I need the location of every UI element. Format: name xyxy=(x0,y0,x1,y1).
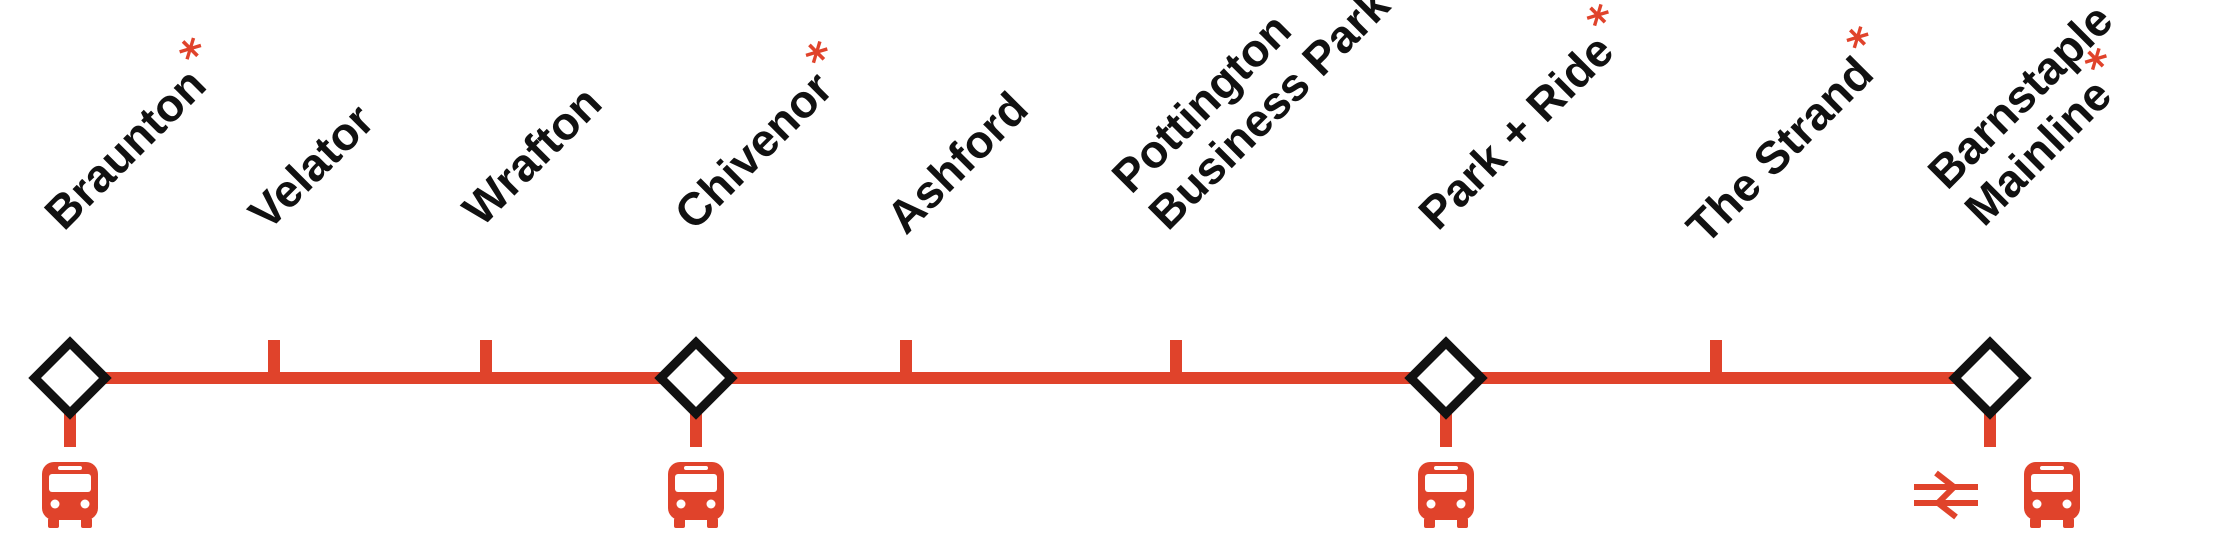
bus-headlight xyxy=(706,499,716,509)
asterisk-marker: * xyxy=(1577,0,1629,47)
national-rail-icon xyxy=(1914,470,1978,520)
bus-wheel xyxy=(674,518,685,528)
station-label: Wrafton xyxy=(452,76,611,235)
bus-destination-blind xyxy=(58,466,82,470)
station-label: Chivenor* xyxy=(653,32,860,239)
bus-windscreen xyxy=(1425,474,1467,492)
national-rail-arrows xyxy=(1914,470,1978,520)
bus-wheel xyxy=(707,518,718,528)
bus-wheel xyxy=(1457,518,1468,528)
stop: Ashford xyxy=(876,82,1038,378)
bus-icon xyxy=(668,462,724,528)
asterisk-marker: * xyxy=(1353,0,1405,1)
stop: Park + Ride* xyxy=(1397,0,1642,528)
bus-wheel xyxy=(2030,518,2041,528)
interchange-marker xyxy=(1948,336,2032,420)
bus-destination-blind xyxy=(1434,466,1458,470)
station-label: The Strand* xyxy=(1665,17,1901,253)
bus-headlight xyxy=(1456,499,1466,509)
bus-headlight xyxy=(80,499,90,509)
station-label: Velator xyxy=(238,94,383,239)
interchange-marker xyxy=(1404,336,1488,420)
stop: Wrafton xyxy=(452,76,611,378)
bus-icon xyxy=(2024,462,2080,528)
station-label: Braunton* xyxy=(23,28,234,239)
bus-wheel xyxy=(1424,518,1435,528)
station-name: Chivenor* xyxy=(653,32,860,239)
bus-icon xyxy=(42,462,98,528)
bus-destination-blind xyxy=(684,466,708,470)
bus-destination-blind xyxy=(2040,466,2064,470)
asterisk-marker: * xyxy=(796,32,848,84)
asterisk-marker: * xyxy=(170,28,222,80)
station-name: Braunton* xyxy=(23,28,234,239)
interchange-marker xyxy=(28,336,112,420)
bus-windscreen xyxy=(675,474,717,492)
bus-headlight xyxy=(50,499,60,509)
bus-wheel xyxy=(81,518,92,528)
bus-wheel xyxy=(2063,518,2074,528)
asterisk-marker: * xyxy=(1837,17,1889,69)
station-label: Ashford xyxy=(876,82,1037,243)
station-name: Park + Ride* xyxy=(1397,0,1642,239)
station-name: Wrafton xyxy=(452,76,611,235)
bus-wheel xyxy=(48,518,59,528)
bus-windscreen xyxy=(49,474,91,492)
station-label: Park + Ride* xyxy=(1397,0,1642,239)
bus-windscreen xyxy=(2031,474,2073,492)
station-name: Ashford xyxy=(876,82,1037,243)
interchange-marker xyxy=(654,336,738,420)
station-name: The Strand* xyxy=(1665,17,1901,253)
stop: Velator xyxy=(238,94,384,378)
station-name: Velator xyxy=(238,94,383,239)
stop: Braunton* xyxy=(23,28,234,528)
stop: Chivenor* xyxy=(653,32,860,528)
stop: The Strand* xyxy=(1665,17,1901,378)
bus-headlight xyxy=(676,499,686,509)
stops-layer: Braunton*Velator Wrafton Chivenor*Ashford P… xyxy=(23,0,2140,528)
bus-headlight xyxy=(2032,499,2042,509)
bus-icon xyxy=(1418,462,1474,528)
bus-headlight xyxy=(1426,499,1436,509)
bus-headlight xyxy=(2062,499,2072,509)
